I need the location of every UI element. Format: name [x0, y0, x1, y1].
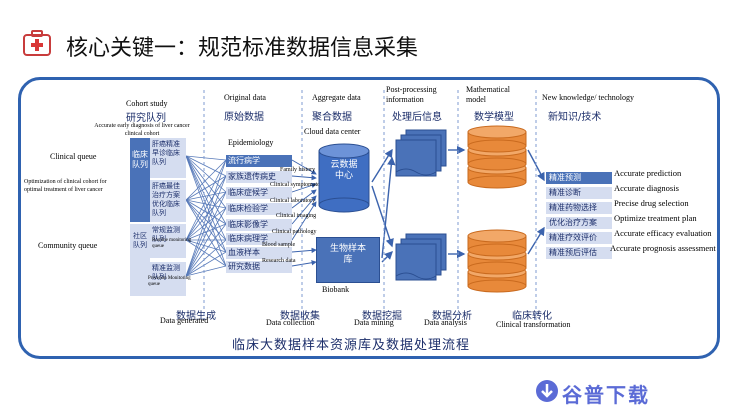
stage-cn-0: 数据生成	[176, 311, 216, 322]
community-cohort-box-routine: 常规监测队列	[150, 224, 186, 258]
knowledge-item-1: 精准诊断	[546, 187, 612, 199]
model-stack-icon-bottom	[467, 229, 527, 293]
knowledge-item-3: 优化治疗方案	[546, 217, 612, 229]
early-diagnosis-label: Accurate early diagnosis of liver cancer…	[94, 123, 190, 137]
original-item-en-5: Clinical pathology	[272, 229, 317, 235]
knowledge-header-en: New knowledge/ technology	[542, 93, 634, 102]
original-item-6: 血液样本	[226, 247, 292, 259]
knowledge-item-en-3: Optimize treatment plan	[614, 213, 697, 223]
community-cohort-box-precision: 精准监测队列	[150, 262, 186, 296]
stage-en-2: Data mining	[354, 318, 394, 327]
knowledge-item-0: 精准预测	[546, 172, 612, 184]
original-item-0: 流行病学	[226, 155, 292, 167]
original-item-en-3: Clinical laboratory	[270, 198, 316, 204]
original-item-4: 临床影像学	[226, 219, 292, 231]
knowledge-item-5: 精准预后评估	[546, 247, 612, 259]
stage-cn-3: 数据分析	[432, 311, 472, 322]
knowledge-item-en-5: Accurate prognosis assessment	[610, 243, 716, 253]
watermark-text: 谷普下载	[562, 383, 650, 407]
diagram-caption: 临床大数据样本资源库及数据处理流程	[232, 338, 471, 353]
clinical-cohort-side: 临床队列	[130, 138, 150, 222]
precision-monitoring-label: Precision Monitoring queue	[148, 276, 191, 287]
original-header-cn: 原始数据	[224, 112, 264, 123]
original-item-5: 临床病理学	[226, 233, 292, 245]
original-item-7: 研究数据	[226, 261, 292, 273]
stage-en-0: Data generated	[160, 316, 209, 325]
original-item-1: 家族遗传病史	[226, 171, 292, 183]
clinical-cohort-box-optimal: 肝癌最佳治疗方案优化临床队列	[150, 180, 186, 222]
cloud-database-icon	[318, 143, 370, 213]
stage-en-3: Data analysis	[424, 318, 467, 327]
model-stack-icon-top	[467, 125, 527, 189]
processed-docs-icon-bottom	[395, 233, 447, 281]
stage-cn-2: 数据挖掘	[362, 311, 402, 322]
stage-en-4: Clinical transformation	[496, 320, 571, 329]
original-item-en-7: Research data	[262, 258, 296, 264]
community-cohort-side: 社区队列	[130, 224, 150, 296]
original-item-3: 临床检验学	[226, 203, 292, 215]
medical-kit-icon	[22, 28, 52, 58]
original-item-en-1: Family history	[280, 167, 316, 173]
knowledge-item-en-0: Accurate prediction	[614, 168, 682, 178]
knowledge-item-4: 精准疗效评价	[546, 232, 612, 244]
math-header-en: Mathematical model	[466, 85, 510, 104]
original-item-en-0: Epidemiology	[228, 138, 274, 147]
aggregate-header-cn: 聚合数据	[312, 112, 352, 123]
math-header-cn: 数学模型	[474, 112, 514, 123]
knowledge-item-2: 精准药物选择	[546, 202, 612, 214]
knowledge-header-cn: 新知识/技术	[548, 112, 602, 123]
processed-docs-icon-top	[395, 129, 447, 177]
original-item-en-2: Clinical symptomatology	[270, 182, 331, 188]
original-header-en: Original data	[224, 93, 266, 102]
original-item-2: 临床症候学	[226, 187, 292, 199]
knowledge-item-en-1: Accurate diagnosis	[614, 183, 679, 193]
cloud-label-en: Cloud data center	[304, 127, 361, 136]
knowledge-item-en-4: Accurate efficacy evaluation	[614, 228, 712, 238]
cohort-header-cn: 研究队列	[126, 113, 166, 124]
biobank-label-en: Biobank	[322, 285, 350, 294]
cloud-label-cn: 云数据中心	[330, 160, 358, 181]
original-item-en-6: Blood sample	[262, 242, 296, 248]
cohort-header-en: Cohort study	[126, 99, 168, 108]
post-header-en: Post-processing information	[386, 85, 437, 104]
biobank-box: 生物样本库	[316, 237, 380, 283]
stage-en-1: Data collection	[266, 318, 315, 327]
stage-cn-4: 临床转化	[512, 311, 552, 322]
post-header-cn: 处理后信息	[392, 112, 442, 123]
stage-cn-1: 数据收集	[280, 311, 320, 322]
routine-monitoring-label: Routine monitoring queue	[152, 238, 192, 249]
slide-title: 核心关键一：规范标准数据信息采集	[66, 36, 419, 61]
optimization-label: Optimization of clinical cohort for opti…	[24, 179, 107, 193]
original-item-en-4: Clinical imaging	[276, 213, 317, 219]
download-logo-icon	[536, 380, 558, 402]
aggregate-header-en: Aggregate data	[312, 93, 361, 102]
community-queue-label: Community queue	[38, 241, 98, 250]
knowledge-item-en-2: Precise drug selection	[614, 198, 689, 208]
clinical-cohort-box-early: 肝癌精准早诊临床队列	[150, 138, 186, 178]
clinical-queue-label: Clinical queue	[50, 152, 97, 161]
